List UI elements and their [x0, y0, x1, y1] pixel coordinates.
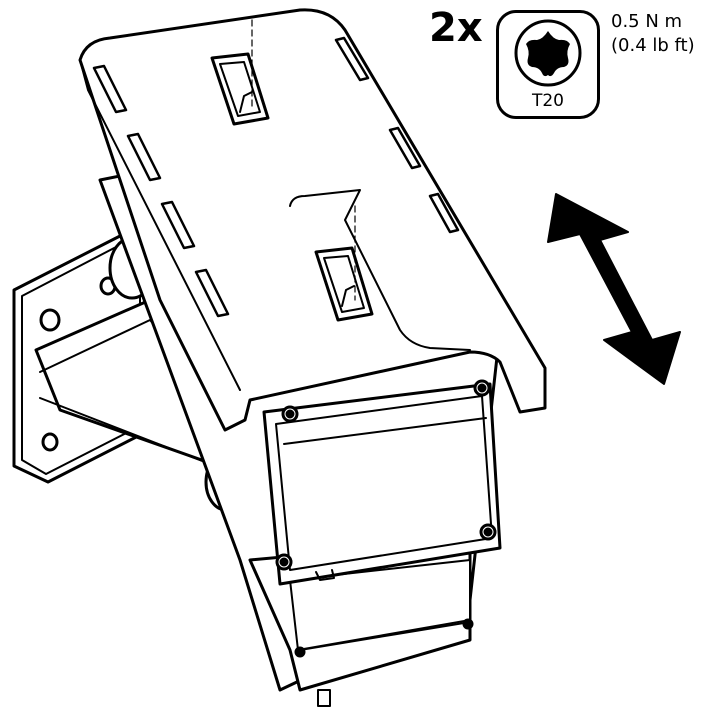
sunshield	[78, 8, 547, 432]
torque-spec: 0.5 N m (0.4 lb ft)	[611, 10, 695, 58]
double-arrow-tilt-icon	[547, 193, 681, 385]
sunshield-slots	[92, 36, 460, 318]
screw-recess-front	[210, 52, 270, 126]
tool-callout-box: T20	[496, 10, 600, 119]
tool-size-label: T20	[531, 91, 565, 111]
screw-quantity: 2x	[429, 5, 483, 51]
torx-screwdriver-icon	[514, 19, 582, 87]
front-window-frame	[262, 382, 502, 586]
screw-recess-rear	[314, 246, 374, 322]
frame-screws	[275, 379, 497, 571]
torque-lbft: (0.4 lb ft)	[611, 35, 695, 56]
torque-nm: 0.5 N m	[611, 11, 683, 32]
